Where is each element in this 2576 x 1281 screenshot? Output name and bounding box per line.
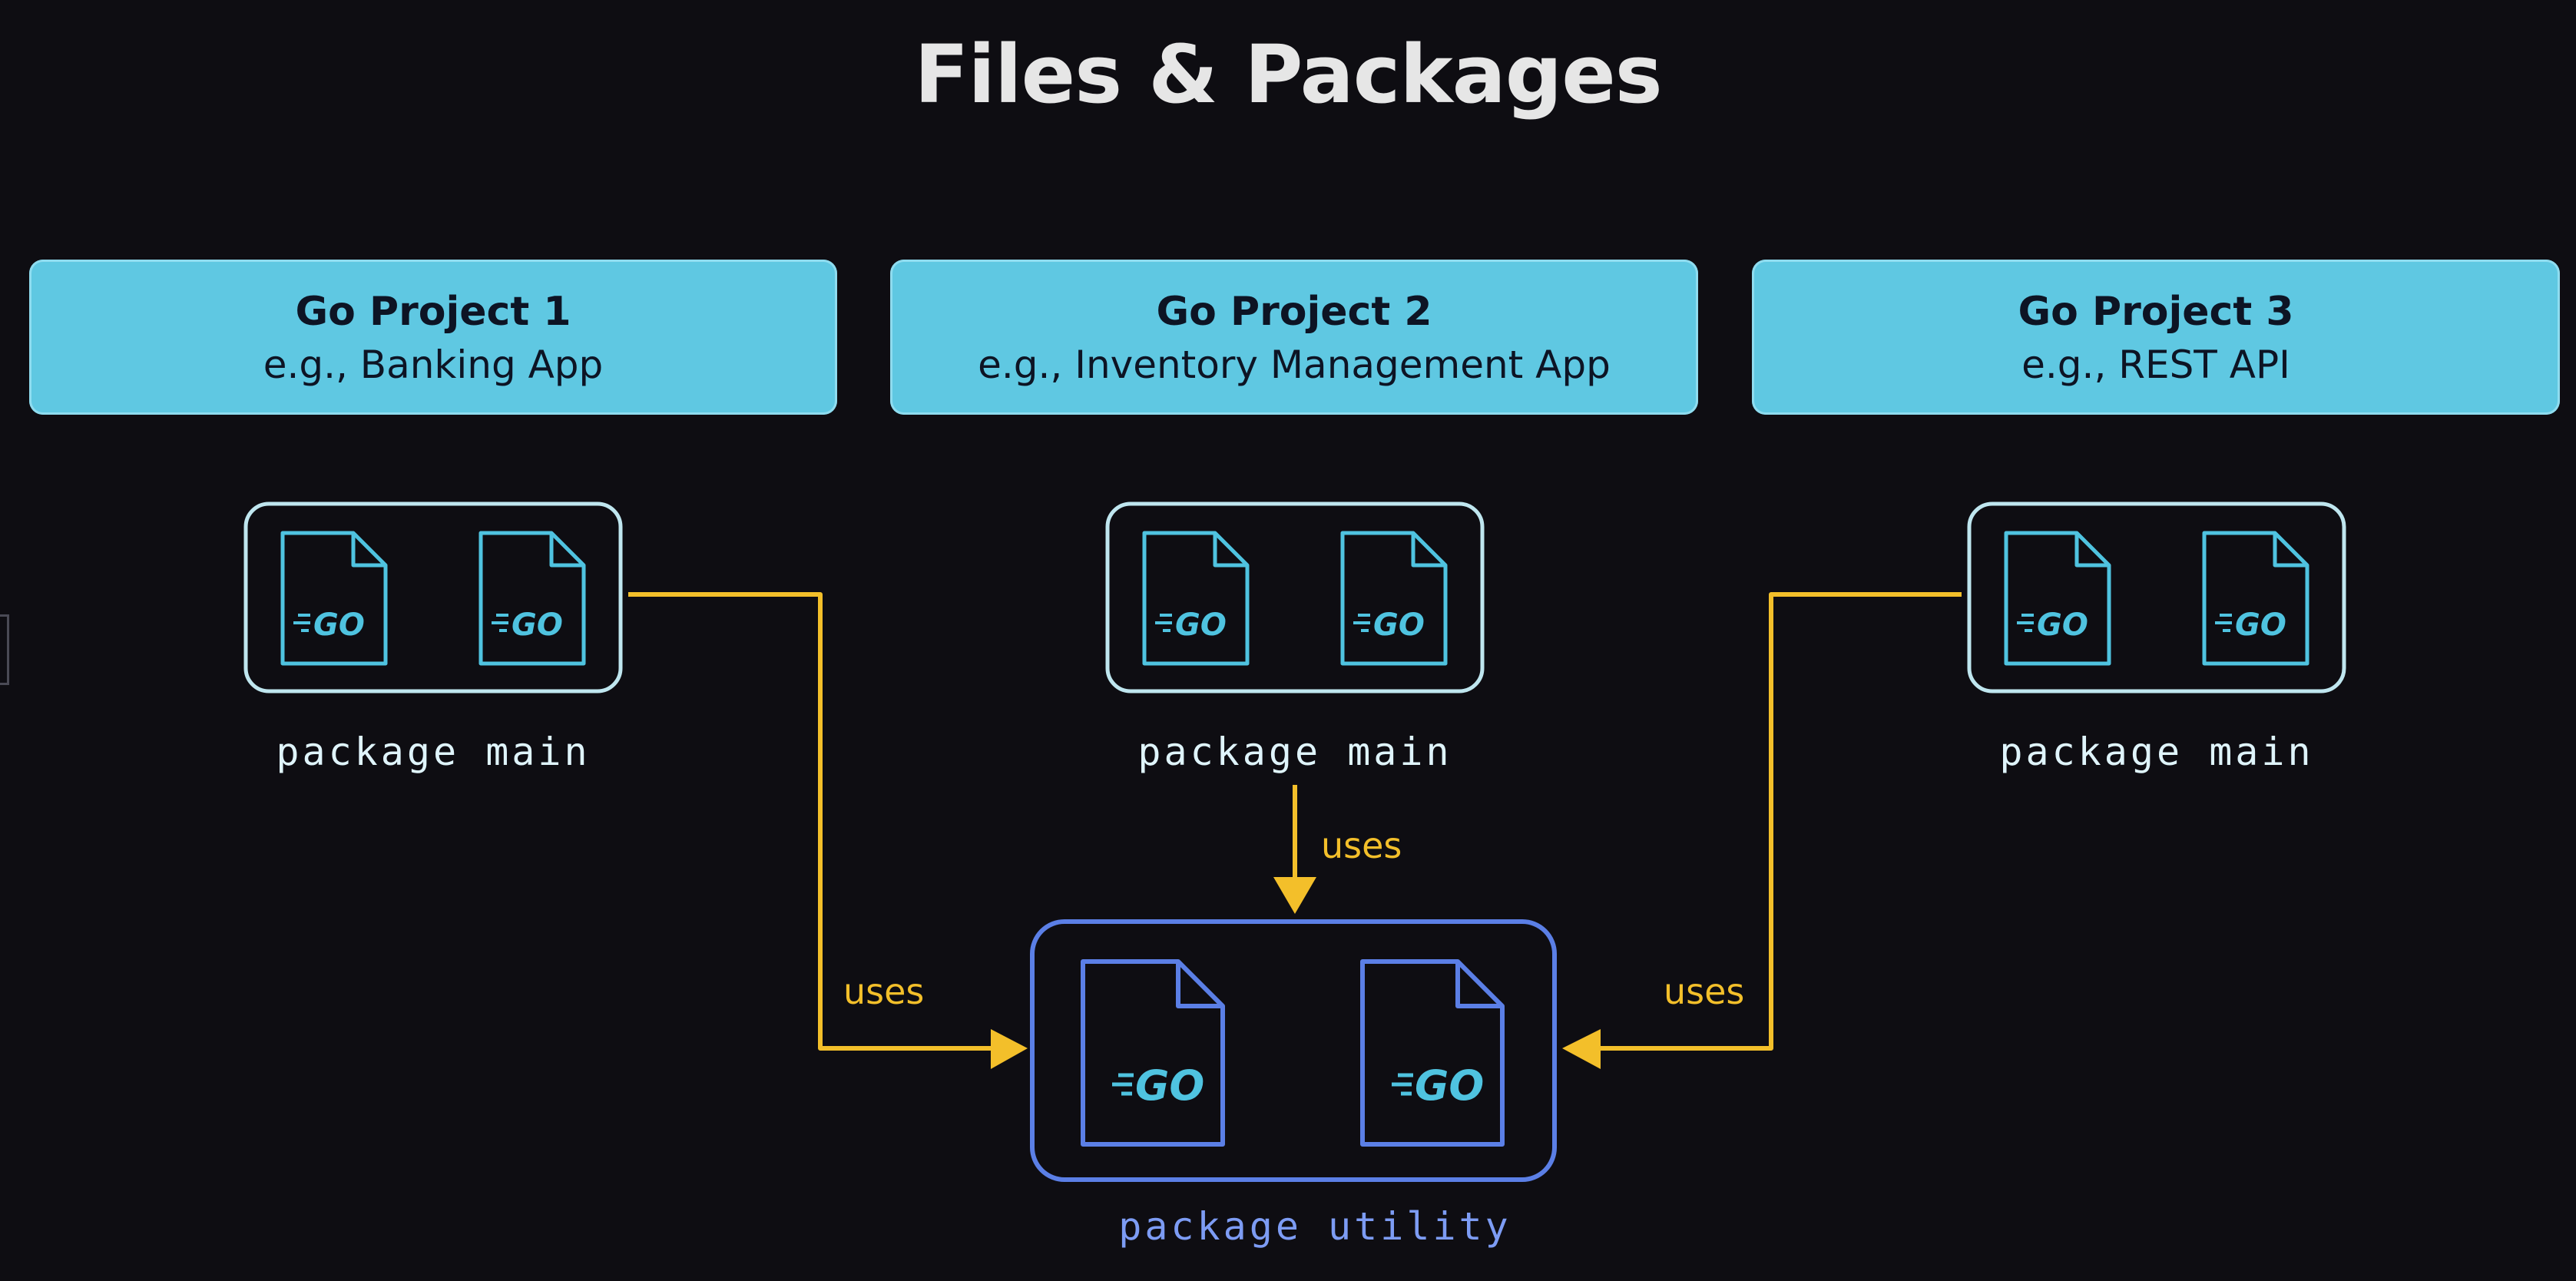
utility-package-label: package utility: [1118, 1204, 1511, 1249]
uses-label-2: uses: [1321, 825, 1402, 866]
project-name: Go Project 1: [295, 289, 571, 335]
project-card-1: Go Project 1 e.g., Banking App: [29, 260, 837, 415]
edge-tab: [0, 614, 9, 685]
uses-arrow-2: [1273, 785, 1316, 914]
project-card-3: Go Project 3 e.g., REST API: [1752, 260, 2560, 415]
main-package-label-3: package main: [1999, 730, 2314, 774]
go-file-icon: [1083, 962, 1223, 1144]
project-name: Go Project 3: [2018, 289, 2294, 335]
go-file-icon: [2204, 533, 2307, 664]
project-name: Go Project 2: [1156, 289, 1432, 335]
main-package-group-3: [1967, 501, 2346, 693]
go-file-icon: [283, 533, 386, 664]
main-package-group-2: [1105, 501, 1485, 693]
project-description: e.g., Inventory Management App: [978, 343, 1611, 387]
go-file-icon: [1144, 533, 1247, 664]
main-package-group-1: [243, 501, 623, 693]
main-package-label-1: package main: [276, 730, 591, 774]
project-card-2: Go Project 2 e.g., Inventory Management …: [890, 260, 1698, 415]
main-package-label-2: package main: [1137, 730, 1452, 774]
page-title: Files & Packages: [914, 28, 1662, 121]
uses-arrow-3: [1562, 592, 1962, 1069]
project-description: e.g., Banking App: [263, 343, 604, 387]
go-file-icon: [2006, 533, 2109, 664]
uses-label-3: uses: [1664, 971, 1745, 1012]
project-description: e.g., REST API: [2021, 343, 2290, 387]
utility-package-group: [1030, 919, 1557, 1182]
go-file-icon: [481, 533, 584, 664]
go-file-icon: [1343, 533, 1445, 664]
go-file-icon: [1362, 962, 1502, 1144]
uses-label-1: uses: [843, 971, 925, 1012]
uses-arrow-1: [628, 592, 1028, 1069]
